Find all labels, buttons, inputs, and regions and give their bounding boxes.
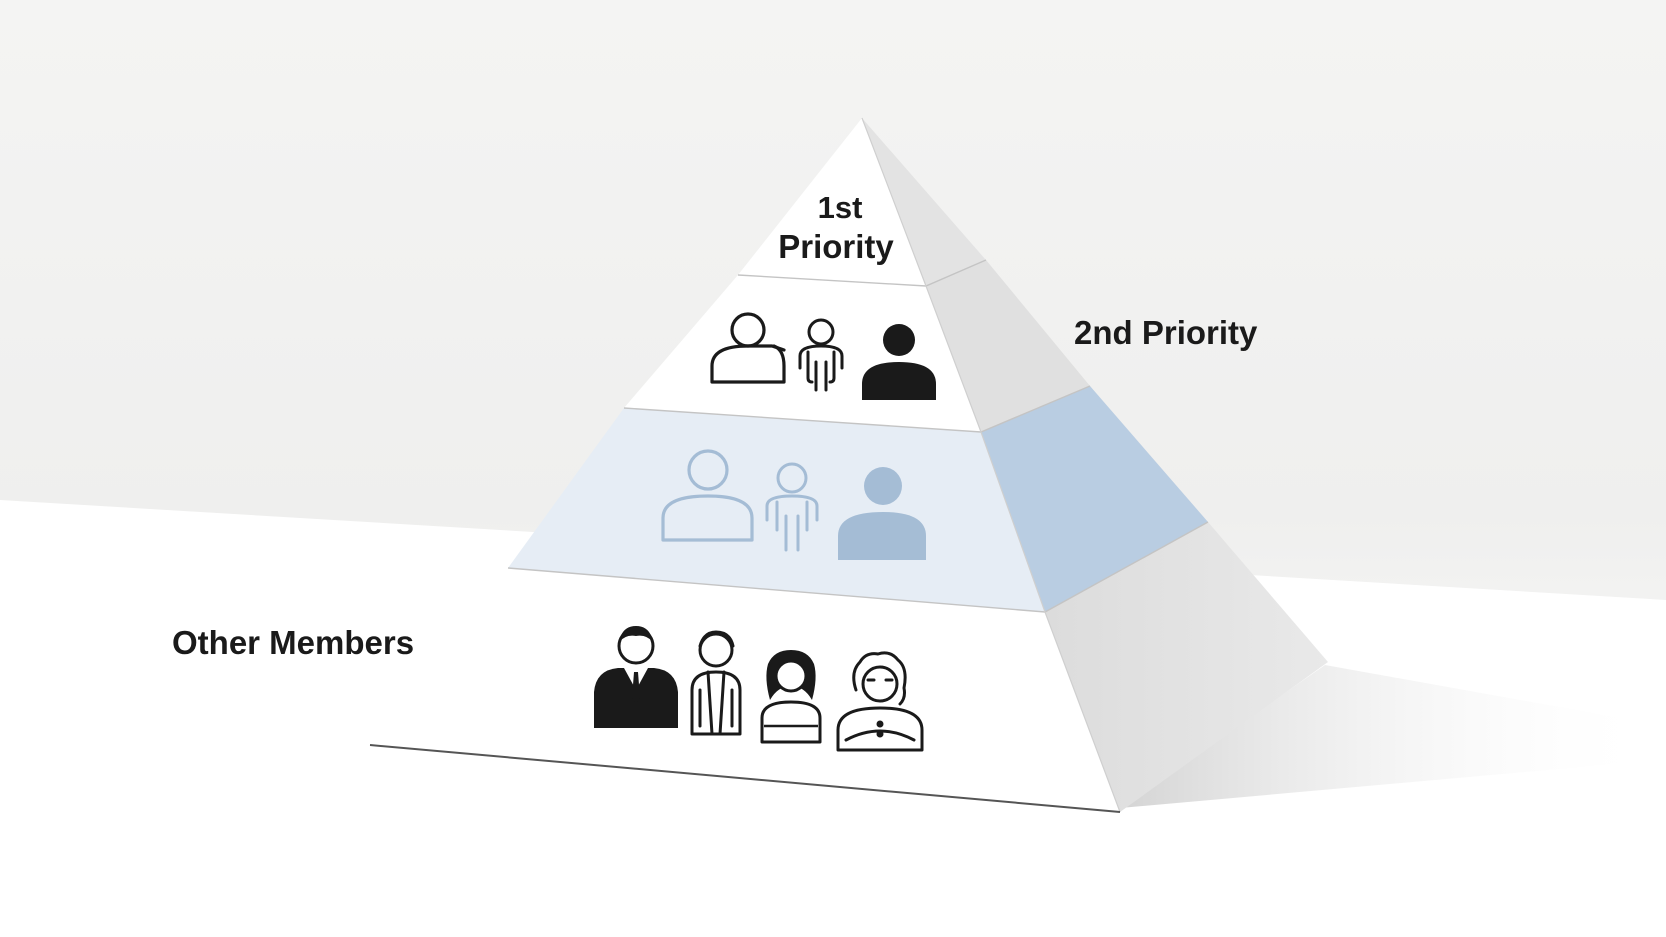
tier1-side-face bbox=[862, 118, 986, 286]
adult-filled-icon bbox=[862, 324, 936, 400]
child-outline-icon bbox=[798, 318, 844, 392]
other-members-label: Other Members bbox=[172, 624, 414, 661]
tier2-icons bbox=[710, 312, 936, 400]
adult-filled-icon bbox=[838, 467, 926, 560]
tier1-label-line2: Priority bbox=[778, 228, 894, 265]
adult-outline-icon bbox=[710, 312, 786, 384]
tier4-icons bbox=[594, 626, 924, 752]
pyramid-shadow bbox=[1120, 665, 1660, 808]
child-outline-icon bbox=[765, 462, 819, 552]
tier2-label: 2nd Priority bbox=[1074, 314, 1258, 351]
tier2-side-face bbox=[926, 260, 1090, 432]
tier3-side-face bbox=[981, 386, 1208, 612]
tier4-side-face bbox=[1045, 522, 1328, 812]
elder-icon bbox=[836, 651, 924, 752]
tier3-icons bbox=[661, 449, 926, 560]
pyramid-edges bbox=[861, 117, 1121, 813]
tier4-front-face bbox=[370, 568, 1120, 812]
pyramid-base-edge bbox=[369, 744, 1121, 813]
businessman-icon bbox=[594, 626, 678, 728]
tier1-label-line1: 1st bbox=[818, 190, 863, 225]
woman-icon bbox=[760, 650, 822, 744]
doctor-icon bbox=[690, 630, 742, 736]
adult-outline-icon bbox=[661, 449, 754, 542]
